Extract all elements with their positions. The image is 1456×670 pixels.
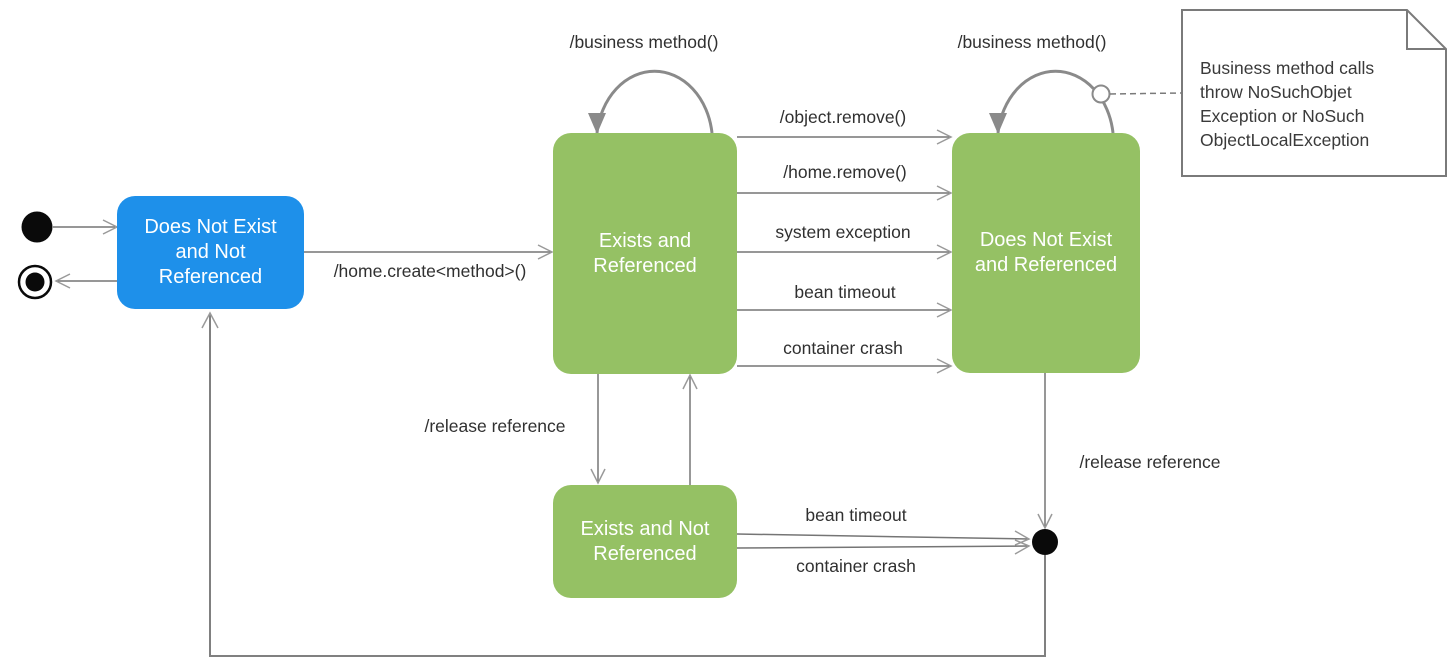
state-exists-and-referenced: Exists and Referenced	[553, 133, 737, 374]
edge-business-method-left-loop	[588, 69, 714, 134]
edge-home-remove	[737, 185, 953, 201]
transition-label-release-reference-left: /release reference	[424, 416, 566, 436]
edge-container-crash-top	[737, 358, 953, 374]
edge-release-reference-right	[1037, 373, 1053, 530]
transition-label-bean-timeout-bottom: bean timeout	[805, 505, 907, 525]
state-does-not-exist-and-not-referenced: Does Not Exist and Not Referenced	[117, 196, 304, 309]
edge-home-create	[304, 244, 554, 260]
transition-label-bean-timeout-top: bean timeout	[794, 282, 896, 302]
transition-label-home-create: /home.create<method>()	[333, 261, 527, 281]
transition-label-container-crash-bottom: container crash	[796, 556, 916, 576]
note-anchor-circle	[1091, 84, 1111, 104]
edge-bean-timeout-bottom	[736, 530, 1031, 546]
transition-label-home-remove: /home.remove()	[783, 162, 907, 182]
state-exists-and-not-referenced: Exists and Not Referenced	[553, 485, 737, 598]
transition-label-system-exception: system exception	[775, 222, 911, 242]
edge-reacquire-reference-up	[682, 373, 698, 485]
uml-note-text: Business method calls throw NoSuchObjet …	[1200, 58, 1375, 150]
transition-label-release-reference-right: /release reference	[1079, 452, 1221, 472]
state-does-not-exist-and-referenced: Does Not Exist and Referenced	[952, 133, 1140, 373]
edge-does-not-exist-to-final	[17, 264, 117, 300]
edge-business-method-right-loop	[989, 69, 1182, 134]
junction-state-icon	[1032, 529, 1058, 555]
edge-initial-to-does-not-exist	[21, 211, 119, 243]
transition-label-container-crash-top: container crash	[783, 338, 903, 358]
uml-note-shape	[1181, 9, 1447, 177]
edge-container-crash-bottom	[736, 539, 1031, 555]
edge-system-exception	[737, 244, 953, 260]
edge-bean-timeout-top	[737, 302, 953, 318]
initial-state-icon	[21, 211, 53, 243]
edge-object-remove	[737, 129, 953, 145]
note-dashed-connector	[1109, 92, 1182, 95]
transition-label-business-method-left: /business method()	[569, 32, 719, 52]
transition-label-object-remove: /object.remove()	[779, 107, 907, 127]
edge-release-reference-left	[590, 374, 606, 485]
edge-return-to-does-not-exist	[201, 311, 1046, 657]
transition-label-business-method-right: /business method()	[957, 32, 1107, 52]
